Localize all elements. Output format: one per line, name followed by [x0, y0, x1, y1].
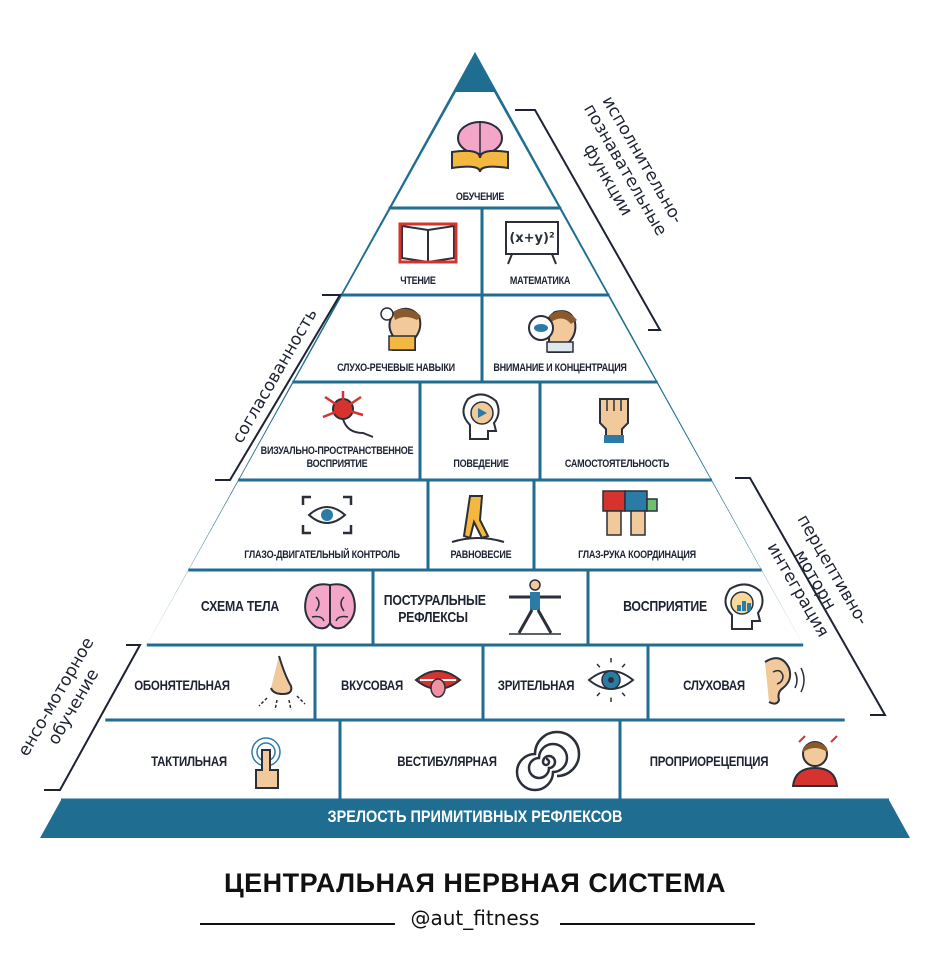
- row-body-posture-perception-label-2: ВОСПРИЯТИЕ: [623, 597, 707, 615]
- brain-icon: [304, 583, 356, 630]
- pyramid-apex: [456, 52, 494, 92]
- row-senses-label-0: ОБОНЯТЕЛЬНАЯ: [134, 677, 230, 693]
- row-speech-attention-label-1: ВНИМАНИЕ И КОНЦЕНТРАЦИЯ: [493, 361, 627, 374]
- magnifier-eye-icon: [528, 310, 577, 353]
- neuron-icon: [322, 391, 374, 438]
- brain-book-icon: [451, 121, 509, 173]
- row-body-posture-perception-label-1: ПОСТУРАЛЬНЫЕ РЕФЛЕКСЫ: [383, 592, 486, 626]
- bracket-sensomotor: [44, 644, 142, 791]
- row-senses-label-2: ЗРИТЕЛЬНАЯ: [497, 677, 575, 693]
- human-pose-icon: [509, 579, 561, 635]
- nose-icon: [258, 655, 306, 711]
- eye-frame-icon: [301, 495, 353, 535]
- main-title: ЦЕНТРАЛЬНАЯ НЕРВНАЯ СИСТЕМА: [223, 868, 727, 898]
- finger-touch-icon: [251, 737, 281, 789]
- handle-line-left: [200, 923, 395, 925]
- spiral-icon: [515, 730, 581, 792]
- icons-layer: (x+y)²: [251, 121, 839, 792]
- raised-fist-icon: [599, 398, 629, 443]
- speaking-head-icon: [380, 307, 422, 351]
- handle-text: @aut_fitness: [410, 906, 540, 930]
- base-label: ЗРЕЛОСТЬ ПРИМИТИВНЫХ РЕФЛЕКСОВ: [327, 807, 623, 826]
- row-visual-behavior-label-1: ПОВЕДЕНИЕ: [453, 457, 509, 470]
- open-book-icon: [398, 222, 458, 264]
- head-play-icon: [462, 393, 500, 440]
- bracket-executive: [515, 109, 662, 331]
- row-visual-behavior-label-2: САМОСТОЯТЕЛЬНОСТЬ: [564, 457, 670, 470]
- mouth-tongue-icon: [414, 670, 462, 698]
- ear-icon: [764, 657, 805, 705]
- svg-text:(x+y)²: (x+y)²: [509, 231, 554, 246]
- puzzle-hands-icon: [602, 490, 658, 536]
- row-senses-label-3: СЛУХОВАЯ: [683, 677, 745, 693]
- bracket-coordination: [215, 294, 342, 481]
- bracket-perceptual: [735, 477, 887, 716]
- handle-line-right: [560, 923, 755, 925]
- pyramid-body: [60, 92, 890, 800]
- row-eye-balance-hand-label-2: ГЛАЗ-РУКА КООРДИНАЦИЯ: [578, 548, 696, 561]
- row-eye-balance-hand-label-1: РАВНОВЕСИЕ: [450, 548, 512, 561]
- row-learning-label-0: ОБУЧЕНИЕ: [455, 190, 505, 203]
- person-head-icon: [791, 735, 839, 787]
- row-separators: [61, 206, 889, 802]
- row-tactile-label-2: ПРОПРИОРЕЦЕПЦИЯ: [649, 753, 769, 769]
- row-senses-label-1: ВКУСОВАЯ: [341, 677, 403, 693]
- row-tactile-label-1: ВЕСТИБУЛЯРНАЯ: [397, 753, 497, 769]
- row-body-posture-perception-label-0: СХЕМА ТЕЛА: [200, 597, 280, 615]
- eye-icon: [587, 658, 635, 702]
- head-chart-icon: [724, 583, 764, 630]
- row-reading-math-label-1: МАТЕМАТИКА: [509, 274, 571, 287]
- row-reading-math-label-0: ЧТЕНИЕ: [400, 274, 436, 287]
- row-speech-attention-label-0: СЛУХО-РЕЧЕВЫЕ НАВЫКИ: [337, 361, 455, 374]
- row-visual-behavior-label-0: ВИЗУАЛЬНО-ПРОСТРАНСТВЕННОЕ ВОСПРИЯТИЕ: [260, 445, 414, 470]
- chalkboard-formula-icon: (x+y)²: [505, 221, 559, 265]
- row-eye-balance-hand-label-0: ГЛАЗО-ДВИГАТЕЛЬНЫЙ КОНТРОЛЬ: [244, 548, 400, 561]
- row-tactile-label-0: ТАКТИЛЬНАЯ: [151, 753, 227, 769]
- balancing-legs-icon: [451, 495, 505, 543]
